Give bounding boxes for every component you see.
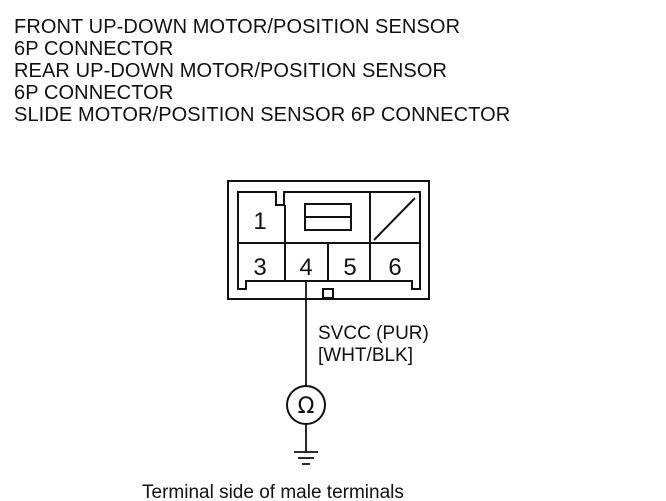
wire-label-color: SVCC (PUR) bbox=[318, 323, 429, 344]
heading-line-5: SLIDE MOTOR/POSITION SENSOR 6P CONNECTOR bbox=[14, 104, 511, 126]
connector-6p bbox=[227, 180, 430, 300]
terminal-4-label: 4 bbox=[299, 254, 312, 281]
connector-heading-block: FRONT UP-DOWN MOTOR/POSITION SENSOR 6P C… bbox=[14, 16, 510, 126]
blocked-cavity-diagonal bbox=[373, 197, 416, 241]
ohmmeter-icon: Ω bbox=[286, 385, 326, 425]
terminal-1-label: 1 bbox=[253, 208, 266, 235]
connector-key-notch bbox=[322, 288, 334, 299]
heading-line-1: FRONT UP-DOWN MOTOR/POSITION SENSOR bbox=[14, 16, 461, 38]
ground-icon bbox=[294, 451, 318, 465]
wire-label-alt-color: [WHT/BLK] bbox=[318, 345, 413, 366]
terminal-3-label: 3 bbox=[253, 254, 266, 281]
ohm-symbol: Ω bbox=[298, 394, 315, 419]
heading-line-3: REAR UP-DOWN MOTOR/POSITION SENSOR bbox=[14, 60, 448, 82]
terminal-5-label: 5 bbox=[343, 254, 356, 281]
diagram-caption: Terminal side of male terminals bbox=[142, 482, 404, 501]
heading-line-4: 6P CONNECTOR bbox=[14, 82, 174, 104]
terminal-6-label: 6 bbox=[388, 254, 401, 281]
heading-line-2: 6P CONNECTOR bbox=[14, 38, 174, 60]
connector-inner-outline bbox=[237, 191, 421, 290]
